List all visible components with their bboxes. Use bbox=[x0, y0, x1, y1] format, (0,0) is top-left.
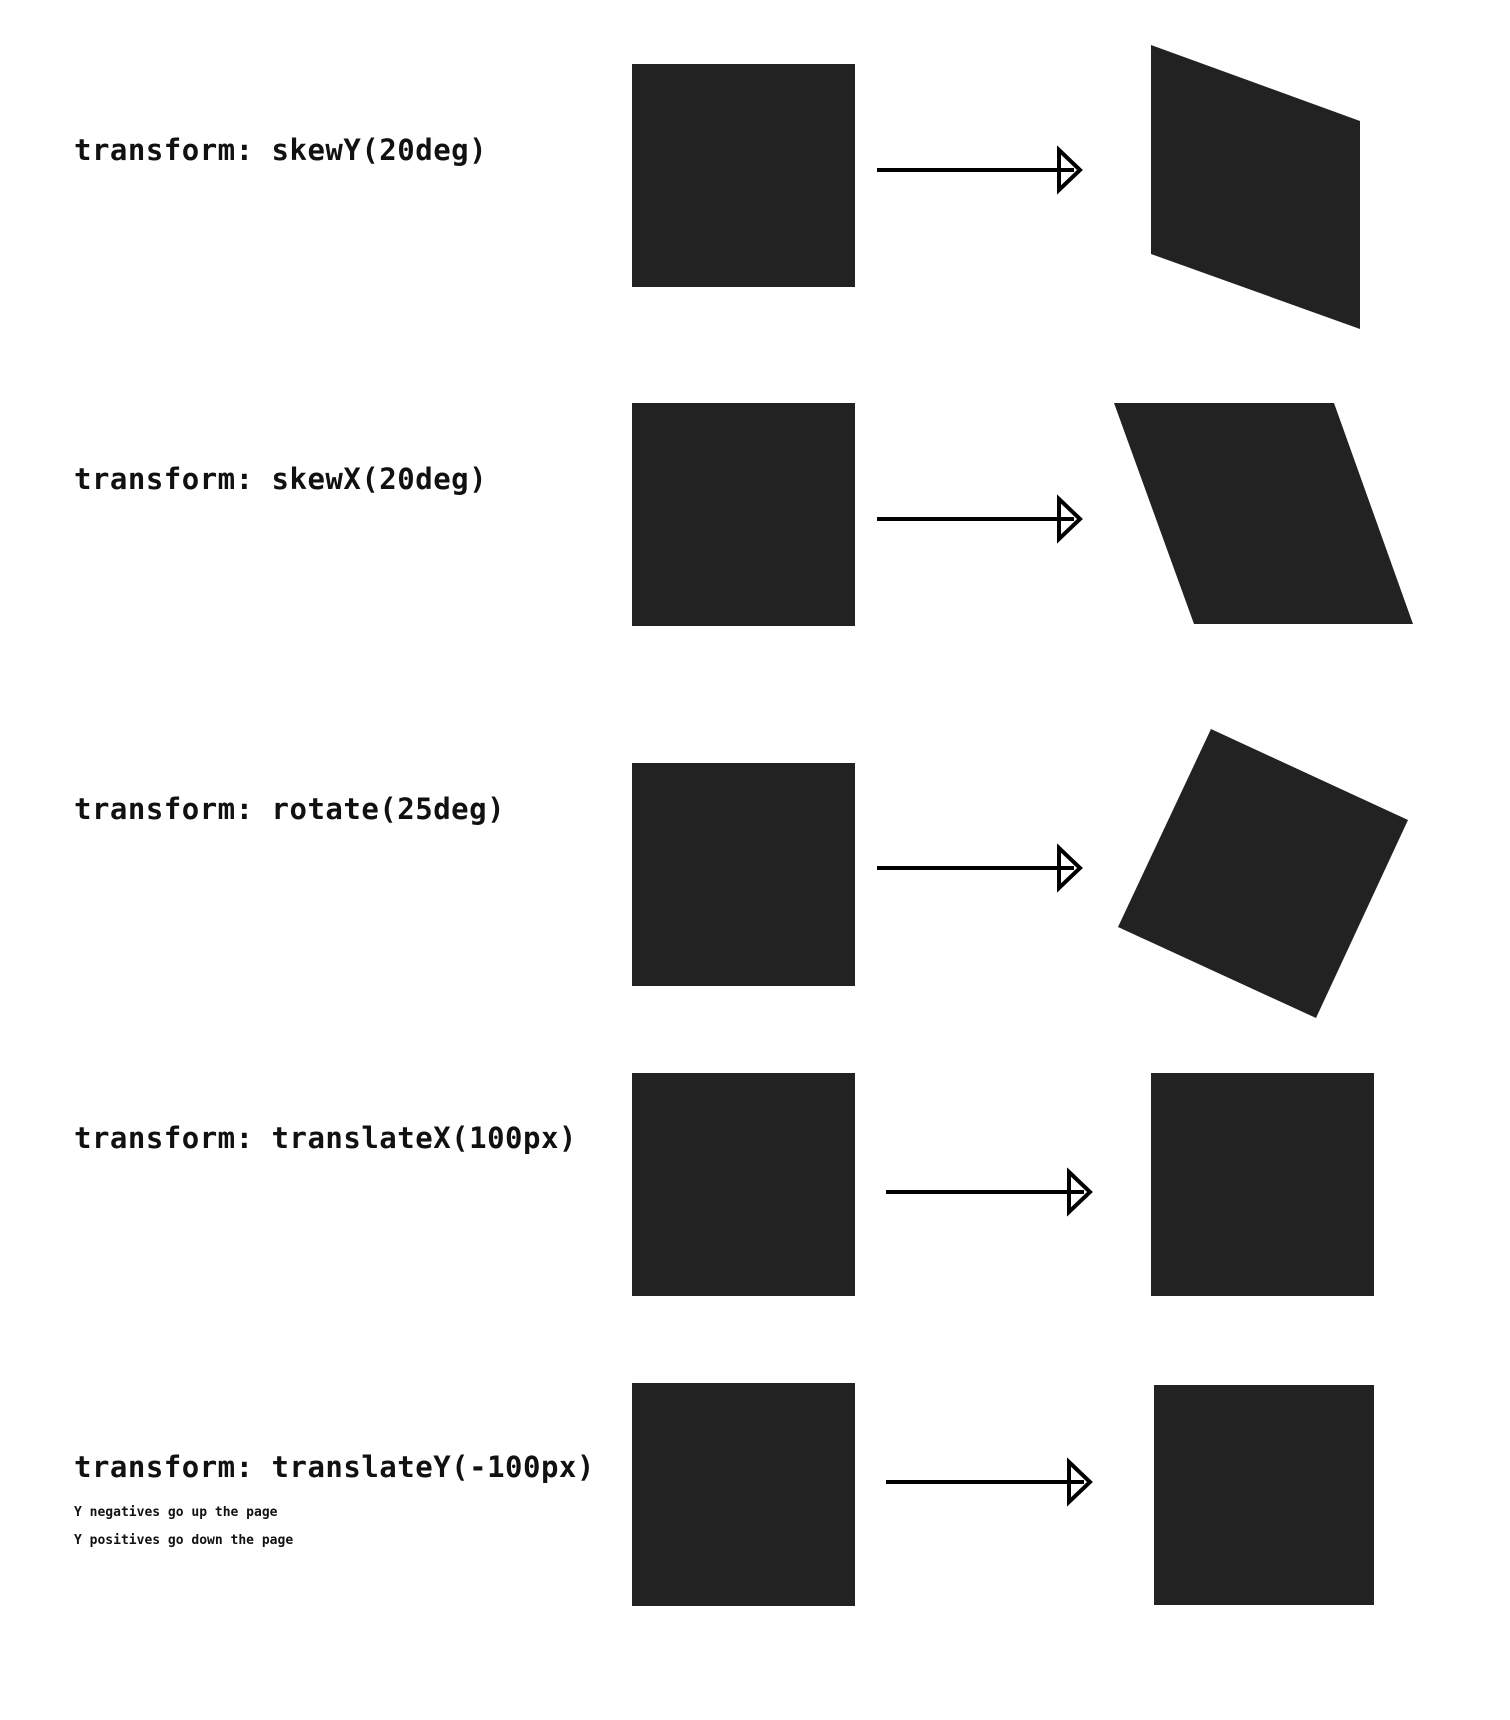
result-shape-rotate bbox=[1118, 729, 1408, 1018]
label-skewx: transform: skewX(20deg) bbox=[74, 462, 488, 496]
source-square-skewx bbox=[632, 403, 855, 626]
result-shape-skewy bbox=[1151, 45, 1360, 329]
note-y-positives: Y positives go down the page bbox=[74, 1533, 294, 1548]
source-square-rotate bbox=[632, 763, 855, 986]
source-square-translatex bbox=[632, 1073, 855, 1296]
label-skewy: transform: skewY(20deg) bbox=[74, 133, 488, 167]
note-y-negatives: Y negatives go up the page bbox=[74, 1505, 278, 1520]
source-square-translatey bbox=[632, 1383, 855, 1606]
result-shape-skewx bbox=[1114, 403, 1413, 624]
result-square-translatey bbox=[1154, 1385, 1374, 1605]
label-rotate: transform: rotate(25deg) bbox=[74, 792, 506, 826]
source-square-skewy bbox=[632, 64, 855, 287]
label-translatex: transform: translateX(100px) bbox=[74, 1121, 577, 1155]
arrow-skewx bbox=[877, 494, 1083, 544]
arrow-translatex bbox=[886, 1167, 1093, 1217]
arrow-skewy bbox=[877, 145, 1083, 195]
arrow-translatey bbox=[886, 1457, 1093, 1507]
label-translatey: transform: translateY(-100px) bbox=[74, 1450, 595, 1484]
result-square-translatex bbox=[1151, 1073, 1374, 1296]
arrow-rotate bbox=[877, 843, 1083, 893]
